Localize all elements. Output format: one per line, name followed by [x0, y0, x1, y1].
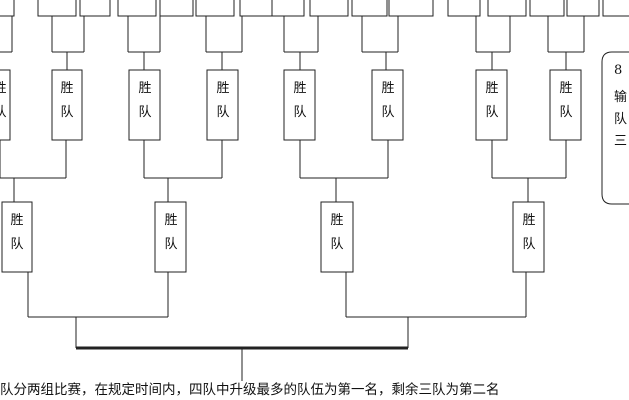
top-box-8	[271, 0, 305, 17]
connector-top-4	[205, 16, 243, 70]
connector-top-5	[283, 16, 319, 70]
note-line-4: 三	[614, 134, 627, 149]
box-label-bottom-3: 队	[216, 105, 229, 120]
connector-r1-d	[491, 140, 567, 202]
box-label-top-5: 胜	[381, 81, 394, 96]
top-box-3	[79, 0, 111, 17]
box-label-top-7: 胜	[559, 81, 572, 96]
round1-winner-box-1	[51, 69, 83, 141]
connector-top-7	[475, 16, 511, 70]
top-box-7	[239, 0, 273, 17]
connector-top-6	[361, 16, 399, 70]
connector-r1-b	[143, 140, 223, 202]
note-text-group: 8 输 队 三	[614, 63, 627, 149]
top-box-13	[487, 0, 527, 17]
round2-winner-box-4	[512, 201, 545, 273]
connector-top-3	[127, 16, 161, 70]
top-box-10	[351, 0, 388, 17]
note-line-1: 8	[614, 63, 622, 78]
box-label-bottom-11: 队	[522, 237, 535, 252]
box-label-bottom-4: 队	[293, 105, 306, 120]
top-box-12	[447, 0, 481, 17]
top-box-11	[388, 0, 434, 17]
box-label-top-4: 胜	[293, 81, 306, 96]
connector-top-8	[547, 16, 585, 70]
round2-winner-box-3	[320, 201, 354, 273]
box-label-bottom-8: 队	[10, 237, 23, 252]
box-label-bottom-2: 队	[138, 105, 151, 120]
box-label-bottom-5: 队	[381, 105, 394, 120]
box-label-top-2: 胜	[138, 81, 151, 96]
note-callout-border	[601, 51, 629, 205]
box-label-top-0: 胜	[0, 81, 7, 96]
top-box-15	[566, 0, 600, 17]
top-box-5	[159, 0, 194, 17]
box-label-top-8: 胜	[10, 213, 23, 228]
box-label-bottom-7: 队	[559, 105, 572, 120]
box-label-top-11: 胜	[522, 213, 535, 228]
box-label-top-10: 胜	[330, 213, 343, 228]
box-label-bottom-10: 队	[330, 237, 343, 252]
round2-winner-box-2	[154, 201, 187, 273]
note-line-2: 输	[614, 89, 627, 105]
footer-description: 队分两组比赛，在规定时间内，四队中升级最多的队伍为第一名，剩余三队为第二名	[0, 382, 500, 398]
connector-top-2	[51, 16, 85, 70]
box-label-top-6: 胜	[485, 81, 498, 96]
top-box-1	[0, 0, 15, 17]
connector-top-1	[0, 16, 13, 53]
top-box-9	[309, 0, 349, 17]
note-line-3: 队	[614, 112, 627, 127]
box-label-top-9: 胜	[164, 213, 177, 228]
top-box-2	[37, 0, 77, 17]
box-label-bottom-1: 队	[60, 105, 73, 120]
box-label-bottom-0: 队	[0, 105, 7, 120]
box-label-top-3: 胜	[216, 81, 229, 96]
box-label-bottom-9: 队	[164, 237, 177, 252]
round1-winner-box-0	[0, 69, 11, 141]
box-label-bottom-6: 队	[485, 105, 498, 120]
connector-r1-c	[299, 140, 389, 202]
top-box-16	[602, 0, 629, 17]
connector-r1-a	[0, 140, 67, 202]
connector-r2-right	[345, 272, 527, 348]
box-label-top-1: 胜	[60, 81, 73, 96]
round2-winner-box-1	[1, 201, 33, 273]
top-box-14	[529, 0, 565, 17]
connector-r2-left	[27, 272, 169, 348]
top-box-4	[117, 0, 157, 17]
top-box-6	[195, 0, 235, 17]
